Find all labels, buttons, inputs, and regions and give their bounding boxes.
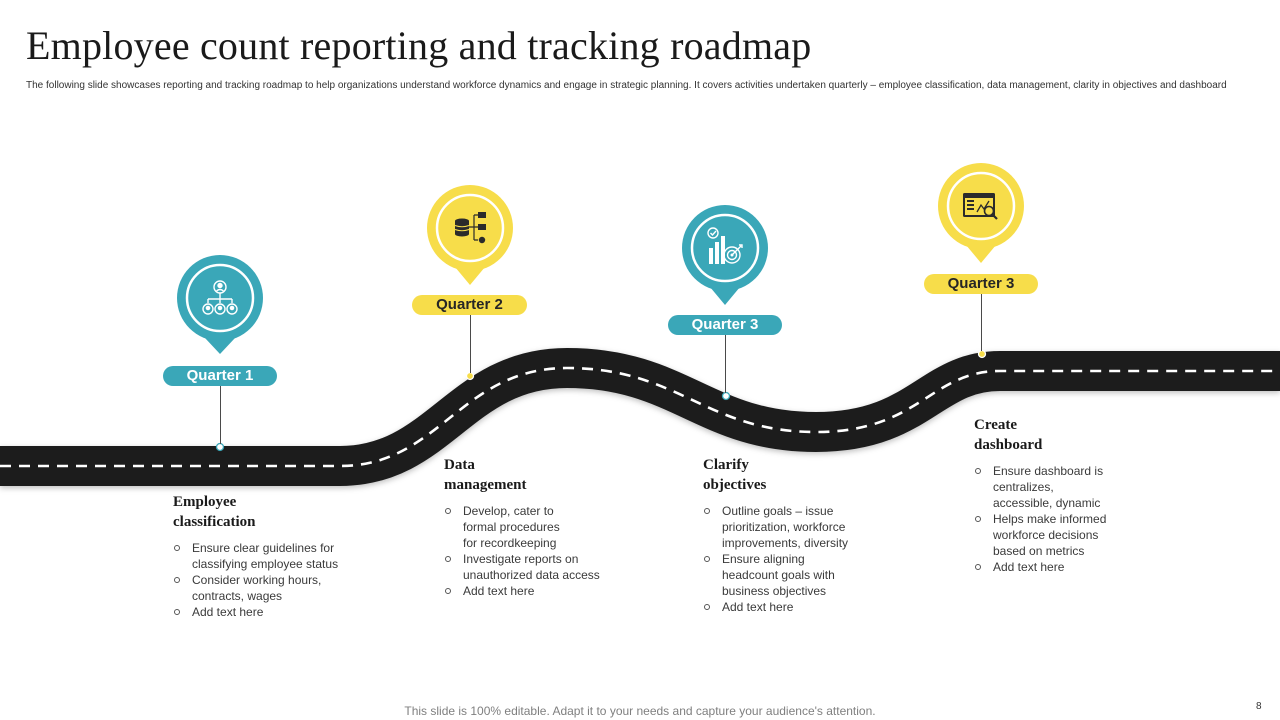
database-icon	[454, 212, 486, 244]
list-item: Add text here	[444, 583, 664, 599]
analytics-target-icon	[707, 227, 743, 264]
stage-3-quarter-label: Quarter 3	[668, 315, 782, 335]
list-item: Develop, cater to formal procedures for …	[444, 503, 664, 551]
list-item: Investigate reports on unauthorized data…	[444, 551, 664, 583]
list-item: Add text here	[974, 559, 1194, 575]
stage-4-details: Create dashboard Ensure dashboard is cen…	[974, 415, 1194, 575]
stage-2-pin	[427, 185, 513, 285]
stage-1-details: Employee classification Ensure clear gui…	[173, 492, 393, 620]
stage-2-heading: Data management	[444, 457, 527, 493]
list-item: Add text here	[703, 599, 923, 615]
list-item: Ensure aligning headcount goals with bus…	[703, 551, 923, 599]
stage-1-heading: Employee classification	[173, 494, 256, 530]
stage-4-connector	[981, 294, 982, 351]
road	[0, 347, 1280, 486]
stage-2-road-dot	[465, 371, 475, 381]
stage-2-details: Data management Develop, cater to formal…	[444, 455, 664, 599]
stage-3-pin	[682, 205, 768, 305]
stage-4-pin	[938, 163, 1024, 263]
footer-note: This slide is 100% editable. Adapt it to…	[404, 704, 876, 718]
list-item: Outline goals – issue prioritization, wo…	[703, 503, 923, 551]
stage-2-quarter-label: Quarter 2	[412, 295, 527, 315]
stage-4-road-dot	[977, 349, 987, 359]
stage-2-connector	[470, 315, 471, 373]
stage-4-bullet-list: Ensure dashboard is centralizes, accessi…	[974, 463, 1194, 575]
stage-4-heading: Create dashboard	[974, 417, 1043, 453]
stage-1-pin	[177, 255, 263, 354]
stage-3-details: Clarify objectives Outline goals – issue…	[703, 455, 923, 615]
road-lane-marking	[0, 366, 1280, 468]
page-title: Employee count reporting and tracking ro…	[26, 23, 812, 68]
org-chart-icon	[202, 280, 238, 315]
stage-1-bullet-list: Ensure clear guidelines for classifying …	[173, 540, 393, 620]
stage-3-road-dot	[721, 391, 731, 401]
list-item: Helps make informed workforce decisions …	[974, 511, 1194, 559]
list-item: Ensure clear guidelines for classifying …	[173, 540, 393, 572]
dashboard-search-icon	[963, 193, 998, 220]
stage-1-connector	[220, 386, 221, 444]
list-item: Consider working hours, contracts, wages	[173, 572, 393, 604]
stage-1-quarter-label: Quarter 1	[163, 366, 277, 386]
page-subtitle: The following slide showcases reporting …	[26, 80, 1227, 91]
page-number: 8	[1256, 701, 1262, 712]
stage-2-bullet-list: Develop, cater to formal procedures for …	[444, 503, 664, 599]
stage-3-bullet-list: Outline goals – issue prioritization, wo…	[703, 503, 923, 615]
stage-1-road-dot	[215, 442, 225, 452]
stage-3-heading: Clarify objectives	[703, 457, 767, 493]
list-item: Add text here	[173, 604, 393, 620]
stage-4-quarter-label: Quarter 3	[924, 274, 1038, 294]
stage-3-connector	[725, 335, 726, 393]
list-item: Ensure dashboard is centralizes, accessi…	[974, 463, 1194, 511]
